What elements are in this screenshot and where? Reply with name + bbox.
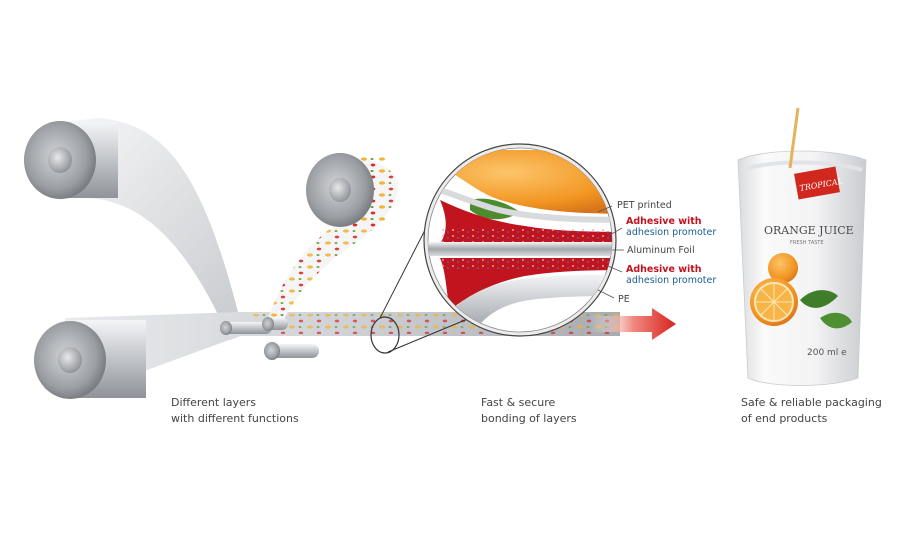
nip-rollers — [220, 317, 319, 360]
brand-tag — [794, 166, 840, 200]
orange-whole-icon — [768, 253, 798, 283]
product-tagline: FRESH TASTE — [790, 240, 824, 246]
caption-different-layers-line1: Different layers — [171, 396, 257, 409]
pouch-volume: 200 ml e — [807, 348, 847, 358]
caption-packaging: Safe & reliable packaging of end product… — [741, 395, 882, 427]
straw-icon — [788, 107, 800, 169]
direction-arrow-icon — [590, 308, 676, 340]
bottom-supply-roll — [34, 320, 146, 399]
label-pet-printed: PET printed — [617, 200, 672, 211]
caption-different-layers: Different layers with different function… — [171, 395, 299, 427]
caption-packaging-line1: Safe & reliable packaging — [741, 396, 882, 409]
label-adhesive-top-line2: adhesion promoter — [626, 227, 716, 238]
caption-different-layers-line2: with different functions — [171, 412, 299, 425]
caption-packaging-line2: of end products — [741, 412, 828, 425]
magnifier-lens — [423, 143, 617, 337]
zoom-line-bottom — [387, 317, 471, 353]
label-aluminum-foil: Aluminum Foil — [627, 245, 695, 256]
juice-pouch: TROPICAL ORANGE JUICE FRESH TASTE 200 ml… — [737, 107, 867, 386]
top-supply-roll — [24, 121, 118, 199]
label-pe: PE — [618, 294, 630, 305]
printed-supply-roll — [306, 153, 385, 227]
zoom-source-ellipse — [370, 316, 400, 354]
label-adhesive-top-line1: Adhesive with — [626, 216, 702, 227]
caption-bonding: Fast & secure bonding of layers — [481, 395, 577, 427]
caption-bonding-line2: bonding of layers — [481, 412, 577, 425]
label-adhesive-bottom-line1: Adhesive with — [626, 264, 702, 275]
caption-bonding-line1: Fast & secure — [481, 396, 556, 409]
label-adhesive-bottom-line2: adhesion promoter — [626, 275, 716, 286]
product-name: ORANGE JUICE — [764, 224, 854, 237]
leaf-icon — [800, 290, 838, 308]
layer-label-pointers — [597, 205, 624, 299]
